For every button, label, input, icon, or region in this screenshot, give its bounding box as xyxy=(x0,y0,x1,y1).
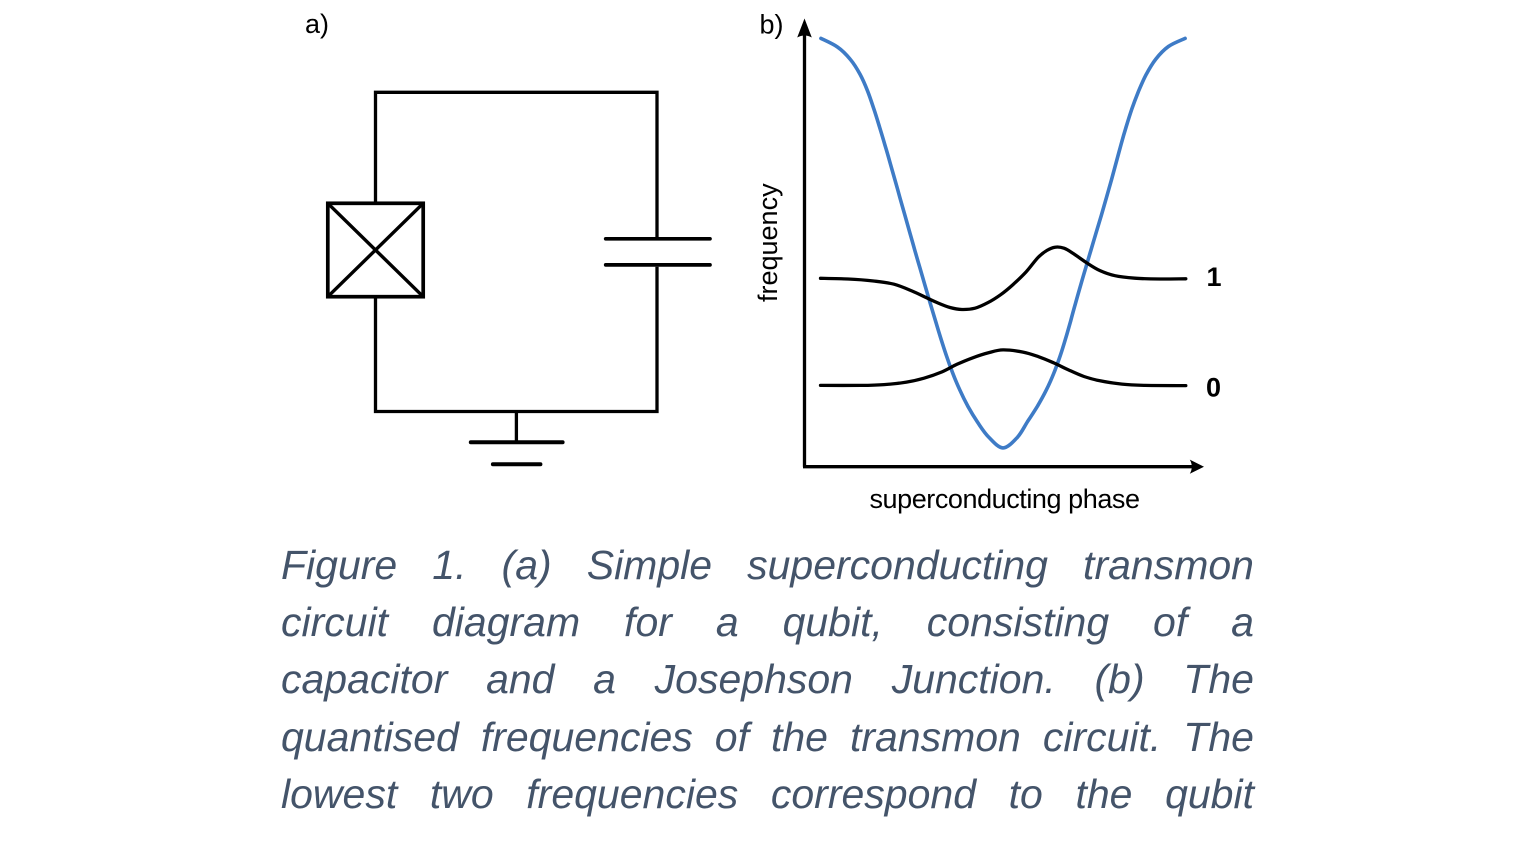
svg-text:0: 0 xyxy=(1206,372,1221,402)
svg-text:b): b) xyxy=(760,10,784,40)
svg-text:frequency: frequency xyxy=(753,183,783,302)
svg-text:superconducting phase: superconducting phase xyxy=(870,484,1141,514)
svg-text:1: 1 xyxy=(1207,262,1222,292)
svg-text:a): a) xyxy=(305,9,329,39)
